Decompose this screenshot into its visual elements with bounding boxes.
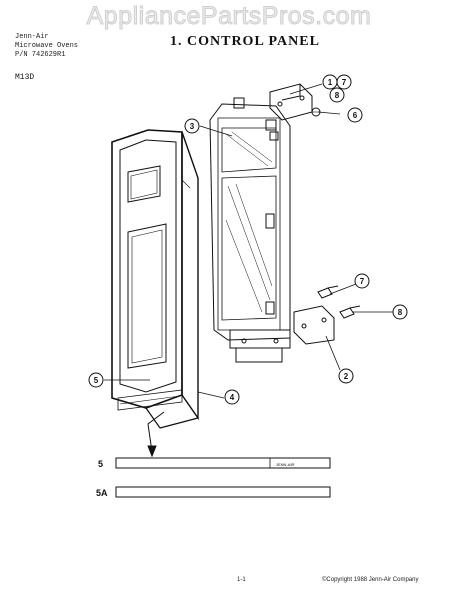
lower-bracket [293,305,335,345]
callout-circle-5 [88,372,104,388]
strip-label-5: 5 [98,459,103,469]
screw-lower-b [339,305,361,319]
header-part-number: P/N 742629R1 [15,51,66,59]
strip-brand-text: JENN-AIR [276,462,295,467]
strip-arrow [147,411,165,458]
strip-5a [115,486,331,498]
callout-label-5: 5 [94,376,99,385]
callout-label-3: 3 [190,122,195,131]
callout-circle-8a [329,87,345,103]
header-brand: Jenn-Air [15,33,49,41]
callout-circle-7b [354,273,370,289]
model-code: M13D [15,73,35,82]
copyright: ©Copyright 1988 Jenn-Air Company [322,577,419,583]
callout-label-7a: 7 [342,78,347,87]
page-number: 1-1 [237,577,246,583]
strip-label-5a: 5A [96,488,108,498]
callout-label-8b: 8 [398,308,403,317]
callout-label-8a: 8 [335,91,340,100]
strip-5 [115,457,331,469]
leader-lines [104,83,396,399]
callout-circle-7a [336,74,352,90]
callout-label-7b: 7 [360,277,365,286]
callout-label-1: 1 [328,78,333,87]
screw-lower-a [317,285,339,299]
callout-circle-3 [184,118,200,134]
callout-label-4: 4 [230,393,235,402]
diagram-title: 1. CONTROL PANEL [170,34,320,49]
watermark: AppliancePartsPros.com [86,2,372,31]
control-board-assembly [209,97,291,363]
callout-circle-6 [347,107,363,123]
callout-circle-8b [392,304,408,320]
callout-label-2: 2 [344,372,349,381]
callout-circle-2 [338,368,354,384]
callout-label-6: 6 [353,111,358,120]
header-product: Microwave Ovens [15,42,79,50]
callout-circle-4 [224,389,240,405]
control-panel-bezel [111,129,199,429]
